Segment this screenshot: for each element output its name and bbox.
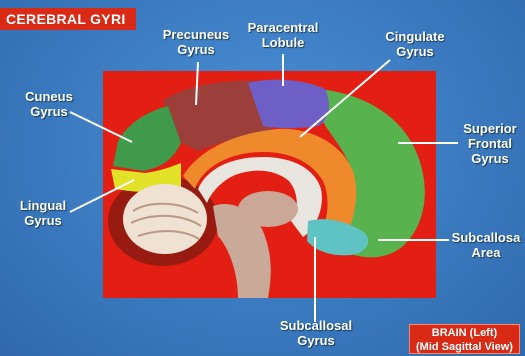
label-line: Gyrus [14, 104, 84, 119]
label-line: Subcallosal [268, 318, 364, 333]
label-paracentral-lobule: Paracentral Lobule [238, 20, 328, 50]
label-line: Gyrus [152, 42, 240, 57]
label-subcallosal-gyrus: Subcallosal Gyrus [268, 318, 364, 348]
caption-box: BRAIN (Left) (Mid Sagittal View) [409, 324, 520, 354]
leader-lingual [70, 180, 134, 212]
label-line: Subcallosa [447, 230, 525, 245]
label-subcallosa-area: Subcallosa Area [447, 230, 525, 260]
label-line: Area [447, 245, 525, 260]
label-superior-frontal-gyrus: Superior Frontal Gyrus [455, 121, 525, 166]
leader-cingulate [300, 60, 390, 137]
label-line: Cingulate [370, 29, 460, 44]
label-line: Gyrus [455, 151, 525, 166]
label-lingual-gyrus: Lingual Gyrus [12, 198, 74, 228]
label-precuneus-gyrus: Precuneus Gyrus [152, 27, 240, 57]
caption-line: (Mid Sagittal View) [410, 340, 519, 354]
label-line: Cuneus [14, 89, 84, 104]
leader-precuneus [196, 62, 198, 105]
label-cingulate-gyrus: Cingulate Gyrus [370, 29, 460, 59]
label-line: Lobule [238, 35, 328, 50]
label-line: Paracentral [238, 20, 328, 35]
caption-line: BRAIN (Left) [410, 326, 519, 340]
label-line: Gyrus [268, 333, 364, 348]
label-line: Frontal [455, 136, 525, 151]
label-line: Gyrus [370, 44, 460, 59]
label-cuneus-gyrus: Cuneus Gyrus [14, 89, 84, 119]
label-line: Lingual [12, 198, 74, 213]
label-line: Gyrus [12, 213, 74, 228]
label-line: Superior [455, 121, 525, 136]
label-line: Precuneus [152, 27, 240, 42]
